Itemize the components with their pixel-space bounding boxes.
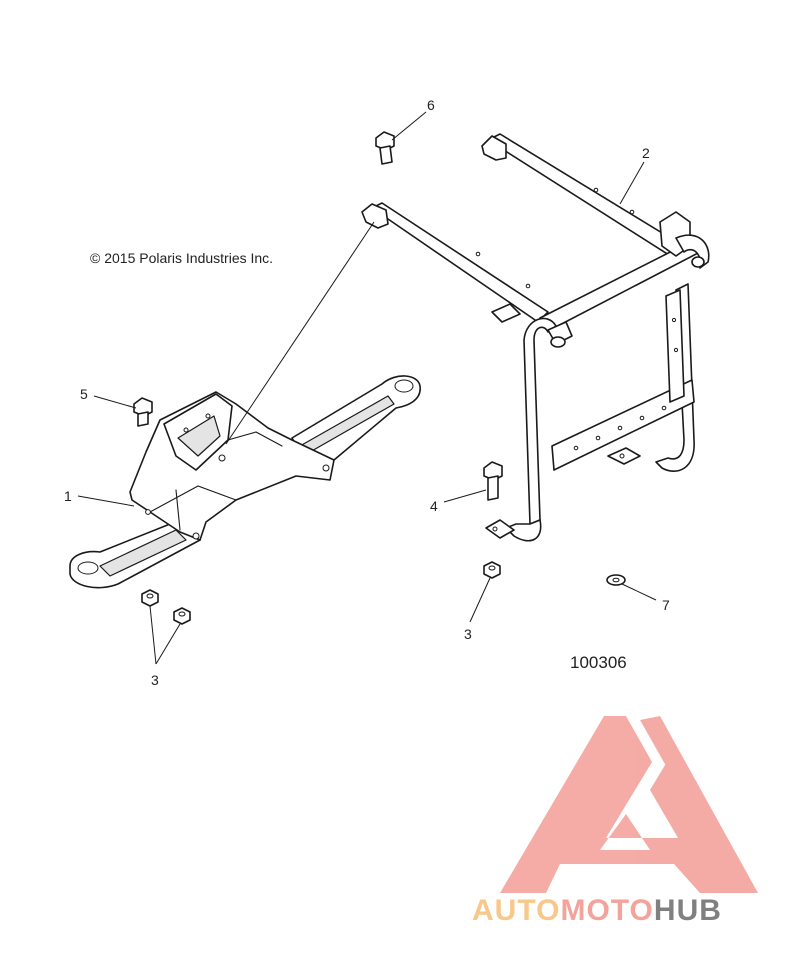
part-4-bolt bbox=[483, 461, 503, 501]
callout-1: 1 bbox=[64, 488, 72, 504]
figure-number: 100306 bbox=[570, 653, 627, 672]
callout-7: 7 bbox=[662, 597, 670, 613]
part-1-mounting-bracket bbox=[69, 375, 421, 589]
callout-3-left: 3 bbox=[151, 672, 159, 688]
svg-text:AUTOMOTOHUB: AUTOMOTOHUB bbox=[472, 894, 722, 927]
watermark-wordmark: AUTOMOTOHUB bbox=[472, 894, 722, 927]
watermark-moto: MOTO bbox=[560, 894, 653, 927]
part-3-nut-c bbox=[483, 561, 501, 579]
copyright-text: © 2015 Polaris Industries Inc. bbox=[90, 250, 273, 266]
part-6-bolt bbox=[375, 131, 395, 165]
watermark-triangle-icon bbox=[500, 716, 740, 893]
leader-lines bbox=[77, 111, 657, 665]
callout-2: 2 bbox=[642, 145, 650, 161]
part-5-bolt bbox=[133, 397, 153, 427]
part-7-washer bbox=[606, 574, 626, 586]
part-3-nut-a bbox=[141, 589, 159, 607]
callout-4: 4 bbox=[430, 498, 438, 514]
callout-3-right: 3 bbox=[464, 626, 472, 642]
callout-6: 6 bbox=[427, 97, 435, 113]
watermark-hub: HUB bbox=[654, 894, 722, 927]
watermark-auto: AUTO bbox=[472, 894, 560, 927]
part-3-nut-b bbox=[173, 607, 191, 625]
part-2-bumper-frame bbox=[361, 133, 710, 542]
watermark-logo bbox=[500, 716, 758, 893]
callout-5: 5 bbox=[80, 386, 88, 402]
